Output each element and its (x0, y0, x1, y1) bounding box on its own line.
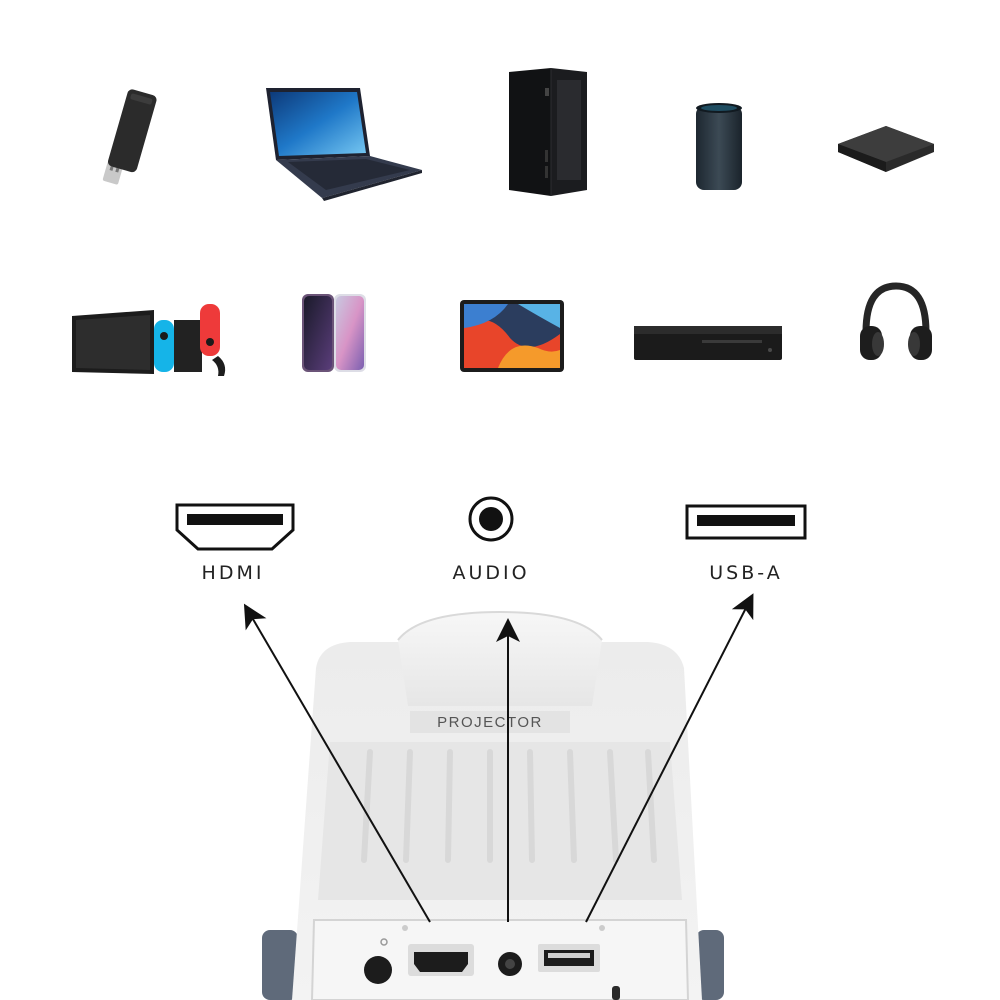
tablet-icon (458, 298, 566, 374)
hdmi-arrow (243, 603, 431, 923)
usb-arrow (585, 593, 754, 923)
audio-label: AUDIO (452, 562, 530, 584)
smart-speaker-icon (694, 102, 744, 194)
audio-jack-icon (466, 494, 516, 544)
projector-brand-label: PROJECTOR (410, 711, 570, 733)
usb-flash-drive-icon (100, 88, 170, 198)
hdmi-label: HDMI (201, 562, 265, 584)
laptop-icon (262, 86, 427, 204)
usb-label: USB-A (709, 562, 783, 584)
dvd-player-icon (632, 322, 784, 362)
hdmi-port-icon (174, 502, 296, 552)
tv-box-icon (836, 122, 936, 174)
game-console-icon (70, 302, 232, 378)
desktop-tower-icon (505, 66, 591, 200)
smartphone-icon (300, 292, 370, 374)
headphones-icon (858, 282, 934, 366)
usb-port-icon (685, 504, 807, 540)
